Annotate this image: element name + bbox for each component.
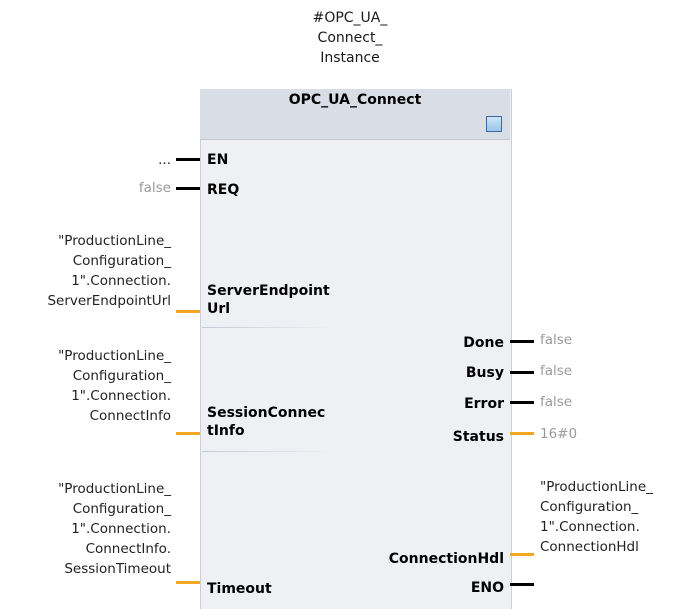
pin-done[interactable]: Done: [463, 335, 504, 351]
status-param-value[interactable]: 16#0: [540, 426, 578, 442]
function-block-header[interactable]: [200, 89, 510, 140]
server-endpoint-url-wire: [176, 310, 200, 313]
param-line: "ProductionLine_: [58, 233, 171, 249]
en-wire: [176, 158, 200, 161]
error-param-value[interactable]: false: [540, 394, 573, 410]
pin-separator: [202, 451, 334, 452]
param-line: Configuration_: [540, 499, 639, 515]
busy-wire: [510, 371, 534, 374]
timeout-param-value[interactable]: "ProductionLine_ Configuration_ 1".Conne…: [58, 479, 171, 579]
function-block-title: OPC_UA_Connect: [288, 92, 422, 108]
done-wire: [510, 340, 534, 343]
param-line: 1".Connection.: [71, 388, 171, 404]
pin-status[interactable]: Status: [452, 429, 504, 445]
param-line: 1".Connection.: [71, 521, 171, 537]
param-line: ServerEndpointUrl: [47, 293, 171, 309]
timeout-wire: [176, 581, 200, 584]
pin-error[interactable]: Error: [464, 396, 504, 412]
param-line: 1".Connection.: [540, 519, 640, 535]
param-line: ConnectInfo.: [85, 541, 171, 557]
instance-db-name[interactable]: #OPC_UA_ Connect_ Instance: [250, 8, 450, 68]
session-connect-info-wire: [176, 432, 200, 435]
done-param-value[interactable]: false: [540, 332, 573, 348]
pin-busy[interactable]: Busy: [465, 365, 504, 381]
session-connect-info-param-value[interactable]: "ProductionLine_ Configuration_ 1".Conne…: [58, 346, 171, 426]
pin-label-line: SessionConnec: [207, 405, 326, 421]
pin-timeout[interactable]: Timeout: [207, 581, 272, 597]
pin-server-endpoint-url[interactable]: ServerEndpoint Url: [207, 282, 330, 318]
req-param-value[interactable]: false: [138, 180, 171, 196]
param-line: ConnectInfo: [89, 408, 171, 424]
connection-hdl-wire: [510, 553, 534, 556]
param-line: "ProductionLine_: [58, 348, 171, 364]
pin-connection-hdl[interactable]: ConnectionHdl: [388, 551, 504, 567]
plc-block-icon[interactable]: [486, 116, 502, 132]
instance-name-line: Connect_: [317, 30, 383, 46]
param-line: Configuration_: [72, 253, 171, 269]
eno-wire: [510, 583, 534, 586]
pin-en[interactable]: EN: [207, 152, 229, 168]
error-wire: [510, 401, 534, 404]
en-param-value[interactable]: ...: [158, 152, 171, 168]
pin-session-connect-info[interactable]: SessionConnec tInfo: [207, 404, 325, 440]
param-line: SessionTimeout: [64, 561, 171, 577]
pin-eno[interactable]: ENO: [470, 580, 504, 596]
param-line: "ProductionLine_: [58, 481, 171, 497]
param-line: 1".Connection.: [71, 273, 171, 289]
connection-hdl-param-value[interactable]: "ProductionLine_ Configuration_ 1".Conne…: [540, 477, 653, 557]
pin-separator: [202, 327, 334, 328]
param-line: ConnectionHdl: [540, 539, 639, 555]
param-line: Configuration_: [72, 501, 171, 517]
pin-req[interactable]: REQ: [207, 182, 240, 198]
server-endpoint-url-param-value[interactable]: "ProductionLine_ Configuration_ 1".Conne…: [47, 231, 171, 311]
pin-label-line: Url: [207, 301, 231, 317]
param-line: "ProductionLine_: [540, 479, 653, 495]
pin-label-line: ServerEndpoint: [207, 283, 330, 299]
req-wire: [176, 187, 200, 190]
instance-name-line: Instance: [320, 50, 380, 66]
param-line: Configuration_: [72, 368, 171, 384]
pin-label-line: tInfo: [207, 423, 245, 439]
status-wire: [510, 432, 534, 435]
instance-name-line: #OPC_UA_: [312, 10, 388, 26]
function-block-body[interactable]: [200, 89, 512, 609]
busy-param-value[interactable]: false: [540, 363, 573, 379]
